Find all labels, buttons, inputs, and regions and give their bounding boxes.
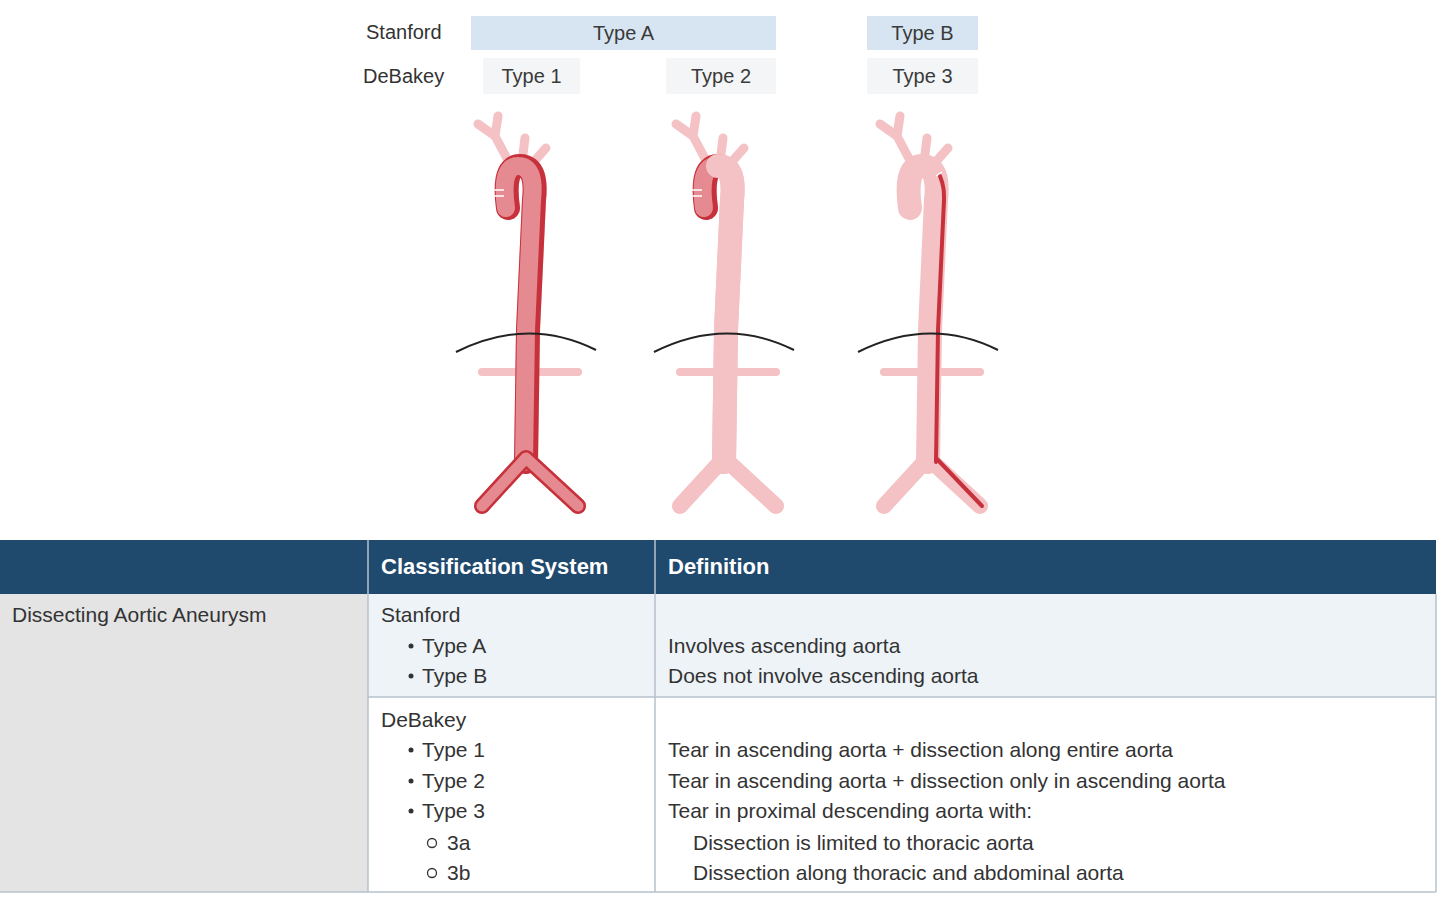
table-cell: Tear in proximal descending aorta with: [668, 798, 1032, 824]
table-cell: Dissecting Aortic Aneurysm [12, 602, 266, 628]
aorta-figure [858, 116, 998, 506]
table-cell: Tear in ascending aorta + dissection onl… [668, 768, 1225, 794]
table-cell: Type B [422, 663, 487, 689]
table-cell: Type A [422, 633, 486, 659]
row-heading: Stanford [366, 19, 442, 45]
header-band: Type 2 [666, 58, 776, 94]
table-cell: Does not involve ascending aorta [668, 663, 979, 689]
table-header: Definition [668, 554, 769, 580]
aorta-figure [456, 116, 596, 506]
table-cell: Stanford [381, 602, 460, 628]
row-heading: DeBakey [363, 63, 444, 89]
table-cell: Type 3 [422, 798, 485, 824]
aorta-figure [654, 116, 794, 506]
table-cell: Involves ascending aorta [668, 633, 900, 659]
header-band: Type 1 [483, 58, 580, 94]
header-band: Type B [867, 16, 978, 50]
table-cell: 3a [447, 830, 470, 856]
table-cell: 3b [447, 860, 470, 886]
header-band: Type 3 [867, 58, 978, 94]
table-cell: Tear in ascending aorta + dissection alo… [668, 737, 1173, 763]
header-band: Type A [471, 16, 776, 50]
table-cell: Type 2 [422, 768, 485, 794]
type-label: Type A [593, 22, 654, 45]
type-label: Type B [891, 22, 953, 45]
table-cell: Dissection along thoracic and abdominal … [693, 860, 1124, 886]
table-cell: DeBakey [381, 707, 466, 733]
type-label: Type 2 [691, 65, 751, 88]
table-header: Classification System [381, 554, 608, 580]
type-label: Type 1 [501, 65, 561, 88]
type-label: Type 3 [892, 65, 952, 88]
table-cell: Type 1 [422, 737, 485, 763]
table-cell: Dissection is limited to thoracic aorta [693, 830, 1034, 856]
